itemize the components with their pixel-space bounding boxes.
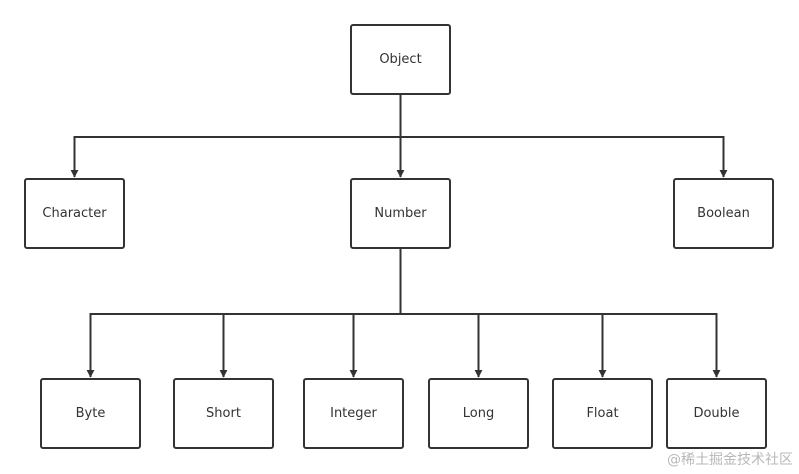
node-double[interactable]: Double [666, 378, 767, 449]
node-character[interactable]: Character [24, 178, 125, 249]
node-double-label: Double [693, 406, 740, 421]
node-boolean-label: Boolean [697, 206, 750, 221]
node-boolean[interactable]: Boolean [673, 178, 774, 249]
node-number-label: Number [374, 206, 427, 221]
edge-number-to-double [399, 249, 721, 378]
edge-number-to-integer [349, 249, 402, 378]
node-integer[interactable]: Integer [303, 378, 404, 449]
node-integer-label: Integer [330, 406, 377, 421]
node-object[interactable]: Object [350, 24, 451, 95]
node-float[interactable]: Float [552, 378, 653, 449]
node-object-label: Object [379, 52, 422, 67]
node-character-label: Character [42, 206, 107, 221]
node-short[interactable]: Short [173, 378, 274, 449]
node-float-label: Float [586, 406, 619, 421]
edge-object-to-character [70, 95, 402, 178]
node-long-label: Long [462, 406, 495, 421]
edge-object-to-boolean [399, 95, 728, 178]
node-byte-label: Byte [75, 406, 106, 421]
node-short-label: Short [206, 406, 241, 421]
node-byte[interactable]: Byte [40, 378, 141, 449]
node-long[interactable]: Long [428, 378, 529, 449]
watermark: @稀土掘金技术社区 [667, 452, 793, 468]
node-number[interactable]: Number [350, 178, 451, 249]
